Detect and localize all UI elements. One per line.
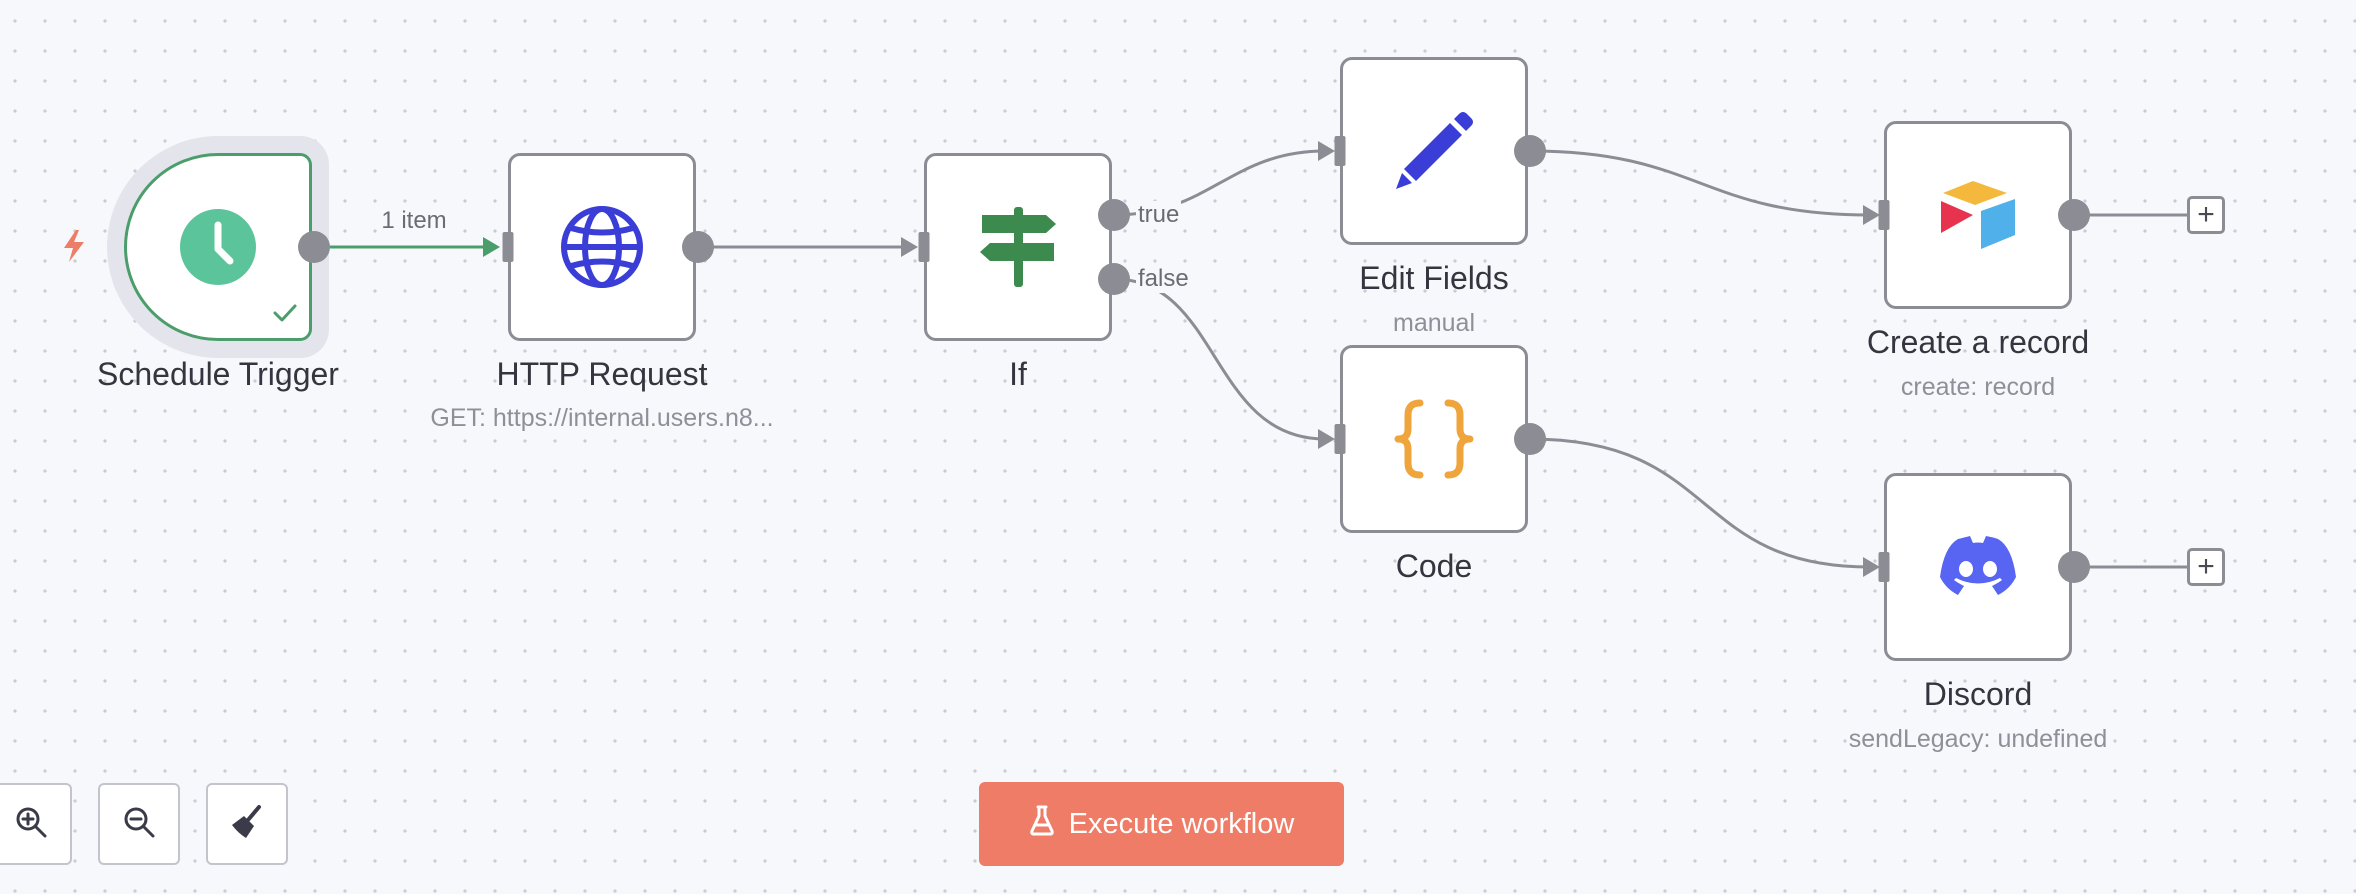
pencil-icon [1392, 109, 1476, 193]
add-node-button[interactable]: + [2187, 196, 2225, 234]
zoom-in-icon [14, 805, 48, 844]
node-code[interactable] [1340, 345, 1528, 533]
curly-braces-icon [1392, 397, 1476, 481]
execute-workflow-label: Execute workflow [1068, 807, 1295, 840]
zoom-out-button[interactable] [98, 783, 180, 865]
edge-if-true-arrow [1318, 141, 1335, 161]
node-if[interactable] [924, 153, 1112, 341]
edge-code-discord[interactable] [1529, 437, 1871, 569]
node-label: Code [1395, 548, 1473, 584]
output-handle[interactable] [1514, 423, 1546, 455]
output-handle[interactable] [1514, 135, 1546, 167]
node-label: Edit Fields [1359, 260, 1509, 296]
add-node-button[interactable]: + [2187, 548, 2225, 586]
node-subtitle: manual [1391, 309, 1477, 338]
execute-workflow-button[interactable]: Execute workflow [979, 782, 1344, 866]
node-subtitle: create: record [1898, 373, 2058, 402]
node-subtitle: GET: https://internal.users.n8... [428, 404, 776, 433]
node-create-record[interactable] [1884, 121, 2072, 309]
flask-icon [1029, 804, 1055, 844]
input-handle[interactable] [1878, 200, 1890, 230]
signpost-icon [978, 205, 1058, 289]
output-handle[interactable] [682, 231, 714, 263]
zoom-in-button[interactable] [0, 783, 72, 865]
output-handle[interactable] [2058, 199, 2090, 231]
edge-editfields-airtable[interactable] [1529, 149, 1871, 217]
output-handle[interactable] [298, 231, 330, 263]
edge-if-false-arrow [1318, 429, 1335, 449]
input-handle[interactable] [1334, 136, 1346, 166]
node-discord[interactable] [1884, 473, 2072, 661]
edge-http-if-arrow [901, 237, 918, 257]
success-check-icon [272, 302, 298, 329]
edge-trigger-http-arrow [483, 237, 500, 257]
node-edit-fields[interactable] [1340, 57, 1528, 245]
clock-icon [178, 207, 258, 287]
broom-icon [228, 803, 266, 846]
globe-icon [559, 204, 645, 290]
edge-item-count: 1 item [379, 207, 449, 235]
airtable-logo-icon [1937, 179, 2019, 251]
output-handle[interactable] [2058, 551, 2090, 583]
node-label: If [1009, 356, 1027, 392]
edge-if-false-code[interactable] [1113, 277, 1326, 441]
node-label: Create a record [1866, 324, 2090, 360]
node-label: HTTP Request [496, 356, 708, 392]
node-subtitle: sendLegacy: undefined [1846, 725, 2110, 754]
discord-logo-icon [1936, 535, 2020, 599]
input-handle[interactable] [1334, 424, 1346, 454]
branch-label-true: true [1136, 201, 1182, 229]
node-http-request[interactable] [508, 153, 696, 341]
node-label: Schedule Trigger [97, 356, 339, 392]
edge-code-discord-arrow [1863, 557, 1880, 577]
input-handle[interactable] [918, 232, 930, 262]
output-handle-false[interactable] [1098, 263, 1130, 295]
input-handle[interactable] [1878, 552, 1890, 582]
lightning-bolt-icon [58, 228, 90, 269]
input-handle[interactable] [502, 232, 514, 262]
branch-label-false: false [1136, 265, 1191, 293]
output-handle-true[interactable] [1098, 199, 1130, 231]
tidy-up-button[interactable] [206, 783, 288, 865]
node-label: Discord [1923, 676, 2033, 712]
edge-editfields-airtable-arrow [1863, 205, 1880, 225]
zoom-out-icon [122, 805, 156, 844]
